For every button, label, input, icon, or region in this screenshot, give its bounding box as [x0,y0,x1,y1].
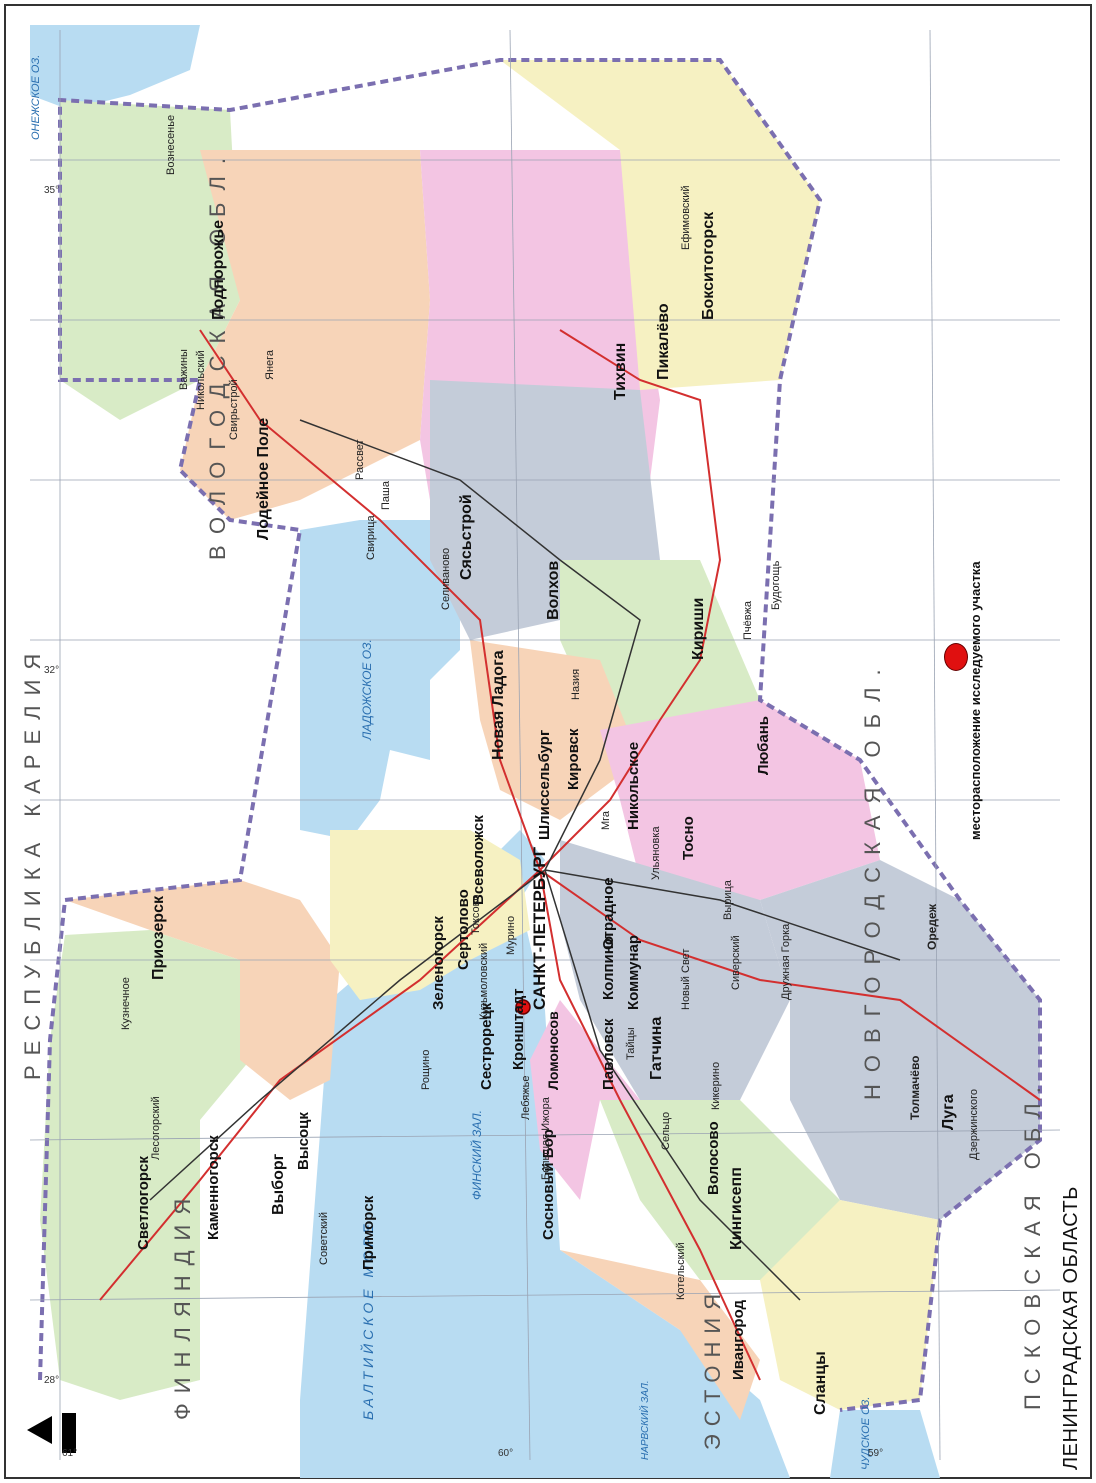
town-budogoshch: Будогощь [770,560,782,610]
town-taitsy: Тайцы [625,1027,637,1060]
town-svirstroy: Свирьстрой [228,379,240,440]
city-tikhvin: Тихвин [612,342,629,400]
city-shlisselburg: Шлиссельбург [536,729,553,840]
city-zelenogorsk: Зеленогорск [430,916,447,1010]
neighbor-pskov: ПСКОВСКАЯ ОБЛ. [1020,1077,1045,1410]
region-border [38,58,1042,1412]
grat-32: 32° [44,665,60,676]
water-narvsky: НАРВСКИЙ ЗАЛ. [640,1380,651,1460]
city-nikolskoe: Никольское [625,741,642,830]
city-kirovsk: Кировск [565,728,582,790]
town-selivanovo: Селиваново [440,547,452,610]
city-vysotsk: Высоцк [295,1112,312,1170]
ladoga-lake [300,520,460,840]
town-kuzmolovsky: Кузьмоловский [478,942,490,1020]
city-luga: Луга [940,1094,957,1130]
city-lodeynoe-pole: Лодейное Поле [255,417,272,540]
town-lebyazhye: Лебяжье [520,1075,532,1120]
town-efimovsky: Ефимовский [680,185,692,250]
grat-59: 59° [868,1448,884,1459]
water-onega: ОНЕЖСКОЕ ОЗ. [30,54,42,140]
onega-lake [30,25,200,110]
city-gatchina: Гатчина [648,1016,665,1080]
site-marker [515,999,531,1015]
city-kamennogorsk: Каменногорск [205,1135,222,1240]
town-dzerzhinskogo: Дзержинского [968,1089,980,1160]
water-finsky: ФИНСКИЙ ЗАЛ. [470,1110,484,1200]
town-nikolsky: Никольский [195,350,207,410]
city-kolpino: Колпино [600,936,617,1000]
neighbor-vologda: ВОЛОГОДСКАЯ ОБЛ. [205,145,230,560]
city-spb: САНКТ-ПЕТЕРБУРГ [530,846,549,1010]
neighbor-finland: ФИНЛЯНДИЯ [170,1188,195,1420]
city-volosovo: Волосово [705,1121,722,1195]
neighbor-estonia: ЭСТОНИЯ [700,1285,725,1450]
town-voznesenye: Вознесенье [165,114,177,175]
city-primorsk: Приморск [360,1195,377,1270]
roads [99,329,1041,1381]
districts [40,60,1040,1420]
town-murino: Мурино [505,915,517,955]
map-title: ЛЕНИНГРАДСКАЯ ОБЛАСТЬ [1060,1186,1082,1470]
city-priozersk: Приозерск [150,896,167,980]
town-ulyanovka: Ульяновка [650,826,662,880]
grat-35: 35° [44,185,60,196]
city-novaya-ladoga: Новая Ладога [490,650,507,760]
town-naziya: Назия [570,668,582,700]
town-sovetsky: Советский [318,1211,330,1265]
railways [149,419,901,1301]
city-svetlogorsk: Светлогорск [135,1156,152,1250]
town-rassvet: Рассвет [354,439,366,480]
town-kuznechnoe: Кузнечное [120,977,132,1030]
town-svirica: Свирица [365,515,377,560]
water-ladoga: ЛАДОЖСКОЕ ОЗ. [360,639,374,740]
town-bolshaya-izhora: Большая Ижора [540,1097,552,1180]
graticule-lines [29,29,1061,1461]
city-lomonosov: Ломоносов [545,1011,561,1090]
grat-60: 60° [498,1448,514,1459]
town-tolmachevo: Толмачёво [908,1055,922,1120]
legend-marker-icon [944,643,968,671]
town-kikerino: Кикерино [710,1061,722,1110]
town-toksovo: Токсово [470,894,482,936]
neighbor-novgorod: НОВГОРОДСКАЯ ОБЛ. [860,657,885,1100]
town-oredezh: Оредеж [925,904,939,950]
city-syasstroy: Сясьстрой [458,494,475,580]
city-vsevolozhsk: Всеволожск [470,815,487,905]
neighbor-karelia: РЕСПУБЛИКА КАРЕЛИЯ [20,643,45,1080]
city-kingisepp: Кингисепп [728,1167,745,1250]
city-tosno: Тосно [680,816,697,860]
chudskoe-lake [830,1410,940,1478]
town-pchevzha: Пчёвжа [742,601,754,640]
city-vyborg: Выборг [270,1153,287,1215]
town-kotelsky: Котельский [675,1242,687,1300]
city-kommunar: Коммунар [625,934,642,1010]
town-mga: Мга [600,810,612,830]
grat-61: 61° [62,1448,78,1459]
town-yanega: Янега [264,349,276,380]
grat-28: 28° [44,1375,60,1386]
city-lyuban: Любань [755,715,772,775]
town-druzhnaya-gorka: Дружная Горка [780,923,792,1000]
city-pavlovsk: Павловск [600,1018,617,1090]
town-siversky: Сиверский [730,935,742,990]
town-vyritsa: Вырица [722,880,734,920]
town-roshchino: Рощино [420,1049,432,1090]
town-vazhiny: Важины [178,349,190,390]
city-boksitogorsk: Бокситогорск [700,211,717,320]
city-podporozhye: Подпорожье [210,219,227,320]
town-seltso: Сельцо [660,1111,672,1150]
town-pasha: Паша [380,481,392,510]
city-kirishi: Кириши [690,597,707,660]
city-slantsy: Сланцы [812,1351,829,1415]
town-novy-svet: Новый Свет [680,948,692,1010]
city-kronshtadt: Кронштадт [510,988,527,1070]
town-lesogorsky: Лесогорский [150,1096,162,1160]
city-ivangorod: Ивангород [730,1299,747,1380]
city-pikalevo: Пикалёво [655,303,672,380]
legend-label: месторасположение исследуемого участка [968,561,983,840]
city-volkhov: Волхов [545,560,562,620]
north-arrow-icon [27,1413,76,1453]
